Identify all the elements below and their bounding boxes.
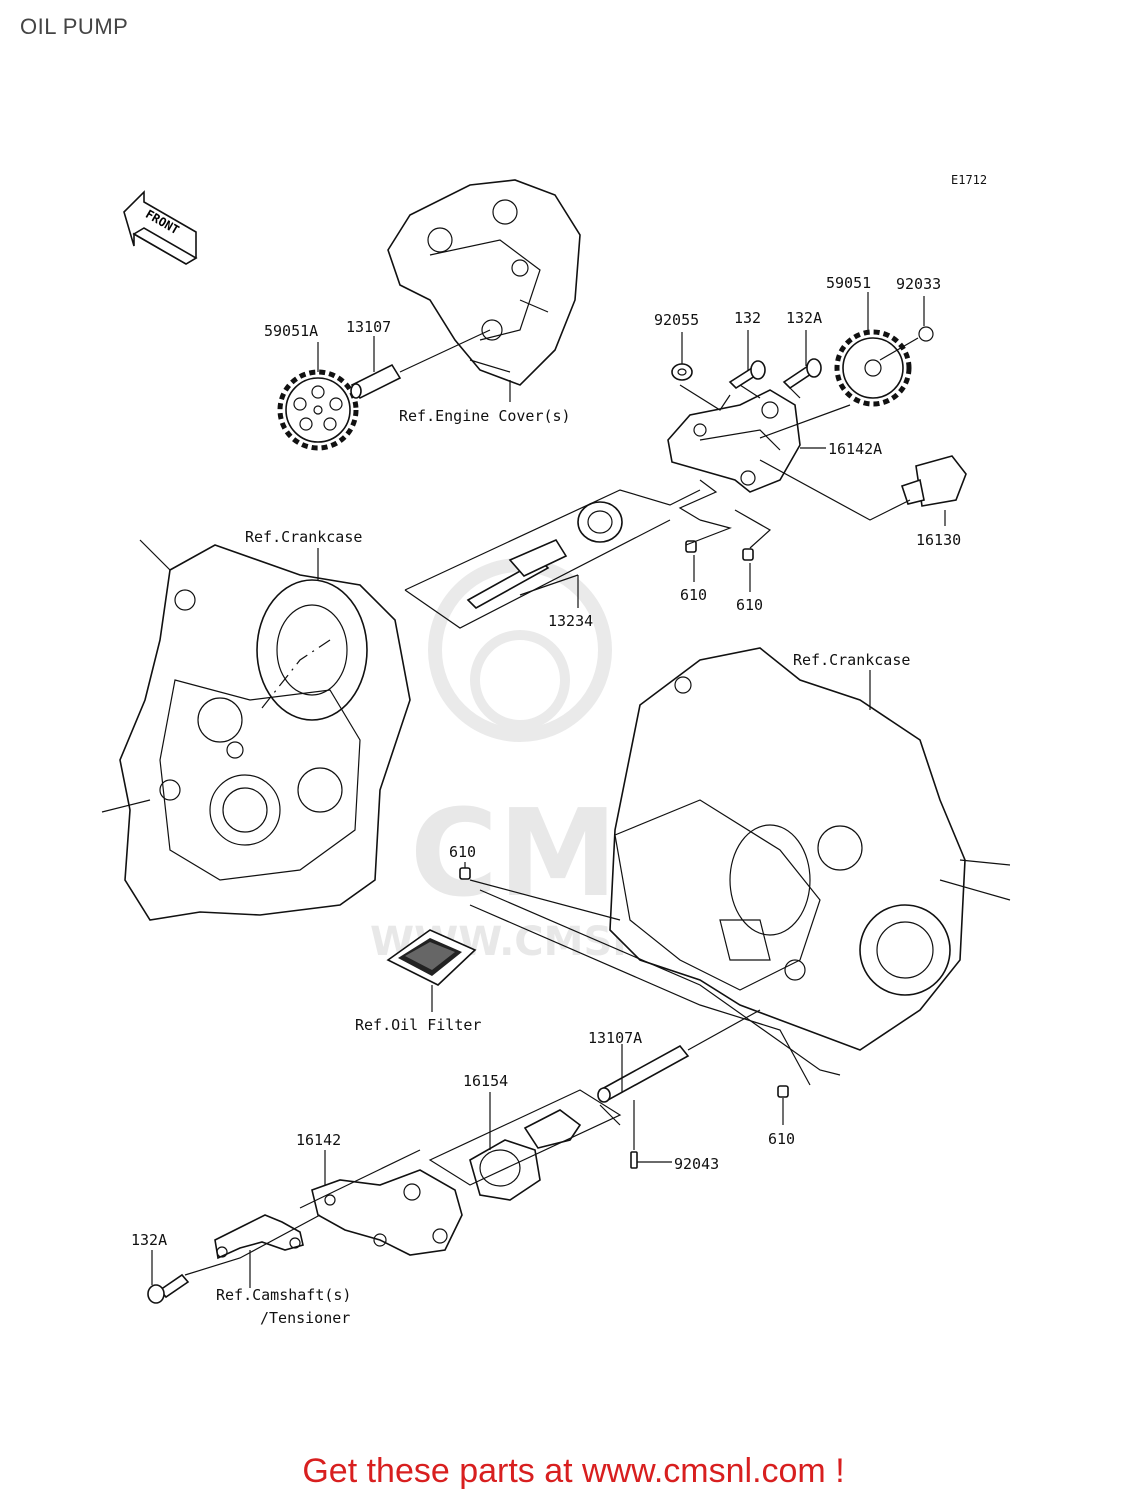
page-title: OIL PUMP xyxy=(20,14,129,39)
part-label-92033: 92033 xyxy=(896,275,941,293)
part-label-13234: 13234 xyxy=(548,612,593,630)
oil-filter-shape xyxy=(386,929,477,986)
part-label-92055: 92055 xyxy=(654,311,699,329)
part-label-610-a: 610 xyxy=(680,586,707,604)
part-label-132a-lower: 132A xyxy=(131,1231,167,1249)
part-label-59051a: 59051A xyxy=(264,322,318,340)
gear-59051a xyxy=(277,369,359,451)
pin-92043 xyxy=(630,1100,672,1169)
pin-610-c xyxy=(459,867,471,880)
part-label-16142a: 16142A xyxy=(828,440,882,458)
pump-body-16142a xyxy=(667,389,801,493)
part-label-610-b: 610 xyxy=(736,596,763,614)
rotor-16154 xyxy=(469,1109,582,1201)
part-label-610-d: 610 xyxy=(768,1130,795,1148)
bolt-132a-lower xyxy=(147,1273,190,1304)
part-label-132a-upper: 132A xyxy=(786,309,822,327)
ref-label-crankcase-left: Ref.Crankcase xyxy=(245,528,362,546)
label-leaders xyxy=(151,292,946,1288)
part-label-13107a: 13107A xyxy=(588,1029,642,1047)
pin-610-b xyxy=(742,548,754,561)
shaft-13107 xyxy=(350,329,491,400)
plug-16130 xyxy=(900,455,967,507)
engine-cover-shape xyxy=(387,179,581,386)
part-label-16130: 16130 xyxy=(916,531,961,549)
ref-label-engine-cover: Ref.Engine Cover(s) xyxy=(399,407,571,425)
gear-59051 xyxy=(834,329,912,407)
assembly-lines xyxy=(184,337,919,1276)
part-label-610-c: 610 xyxy=(449,843,476,861)
ref-label-camshaft: Ref.Camshaft(s) xyxy=(216,1286,351,1304)
part-label-92043: 92043 xyxy=(674,1155,719,1173)
part-label-16142: 16142 xyxy=(296,1131,341,1149)
rotor-shaft-13234 xyxy=(466,501,623,609)
front-arrow-icon: FRONT xyxy=(123,190,198,265)
ref-label-tensioner: /Tensioner xyxy=(260,1309,350,1327)
shaft-13107a xyxy=(597,1044,690,1103)
diagram-code: E1712 xyxy=(951,173,987,187)
camshaft-bracket-shape xyxy=(214,1214,304,1260)
bolt-132a-upper xyxy=(782,358,822,390)
crankcase-right-shape xyxy=(609,647,1011,1051)
ref-label-crankcase-right: Ref.Crankcase xyxy=(793,651,910,669)
part-label-132: 132 xyxy=(734,309,761,327)
part-label-13107: 13107 xyxy=(346,318,391,336)
part-label-16154: 16154 xyxy=(463,1072,508,1090)
ref-label-oil-filter: Ref.Oil Filter xyxy=(355,1016,481,1034)
crankcase-left-shape xyxy=(101,539,411,921)
pin-610-d xyxy=(777,1085,789,1098)
washer-92055 xyxy=(671,363,693,381)
bolt-132 xyxy=(728,360,766,390)
part-label-59051: 59051 xyxy=(826,274,871,292)
footer-promo-link[interactable]: Get these parts at www.cmsnl.com ! xyxy=(302,1452,845,1490)
circlip-92033 xyxy=(918,326,934,342)
pump-body-16142 xyxy=(311,1169,463,1256)
